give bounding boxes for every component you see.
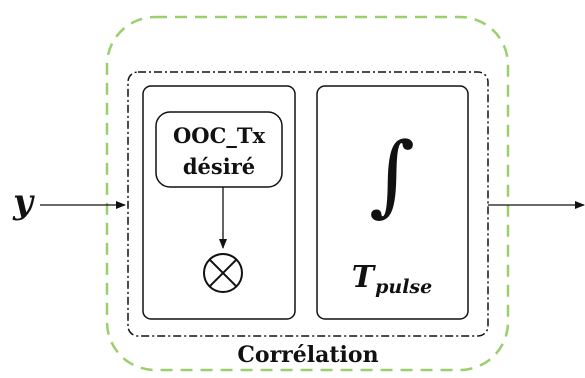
- ooc-desired-box: [155, 111, 283, 188]
- integral-symbol: ∫: [369, 123, 415, 226]
- input-label-y: y: [12, 182, 35, 222]
- multiply-icon: [203, 253, 243, 293]
- t-pulse-subscript: pulse: [375, 276, 432, 298]
- correlation-label: Corrélation: [237, 342, 378, 368]
- ooc-line1: OOC_Tx: [173, 123, 265, 148]
- t-pulse-label: Tpulse: [352, 260, 432, 298]
- multiplier-box: [142, 85, 296, 320]
- ooc-line2: désiré: [183, 154, 255, 179]
- outer-dashed-frame: [105, 15, 510, 372]
- inner-dashdot-frame: [127, 71, 489, 337]
- t-pulse-main: T: [352, 260, 377, 295]
- integrator-box: [316, 85, 469, 320]
